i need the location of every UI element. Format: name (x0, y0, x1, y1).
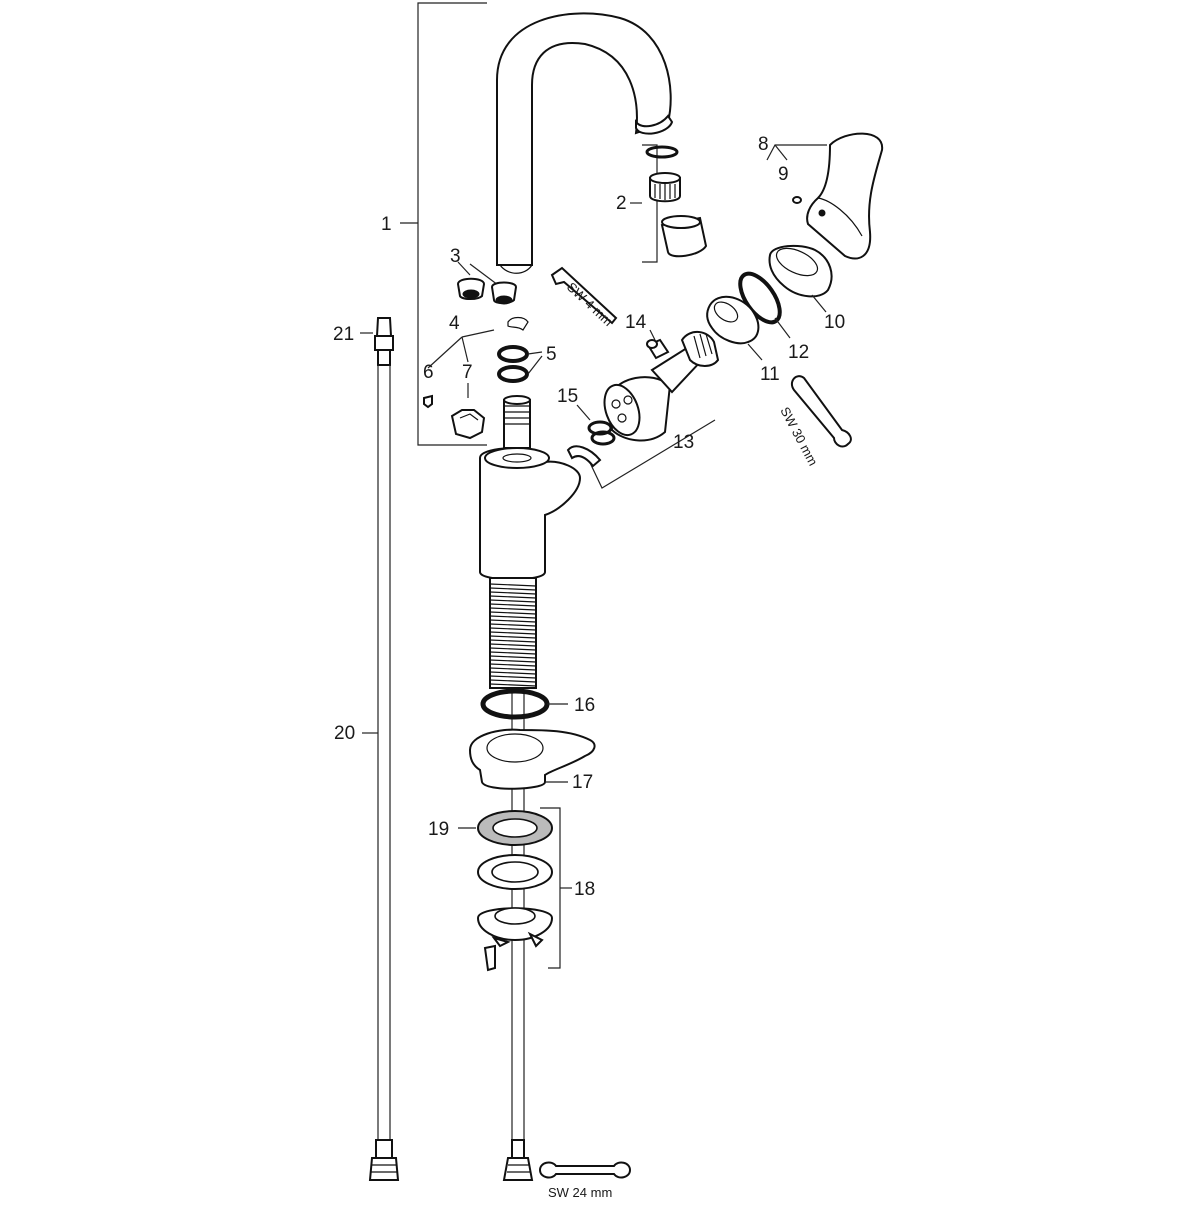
base-o-ring (480, 688, 568, 720)
grub-screw (646, 329, 670, 360)
retaining-clip (566, 404, 616, 468)
base-plate (468, 728, 596, 790)
label-12: 12 (788, 342, 809, 363)
screw-and-clamp (423, 383, 486, 440)
thread-line (489, 619, 537, 623)
label-20: 20 (334, 723, 355, 744)
rosette-cover (768, 244, 833, 313)
threaded-shank (489, 577, 537, 689)
label-14: 14 (625, 312, 647, 333)
label-3: 3 (450, 246, 461, 267)
cartridge (582, 331, 720, 489)
clip-and-o-rings (427, 316, 543, 383)
thread-line (489, 647, 537, 651)
label-9: 9 (778, 164, 789, 185)
thread-line (489, 627, 537, 631)
lever-handle (766, 132, 884, 260)
hex-key-tool (550, 266, 618, 325)
thread-line (489, 655, 537, 659)
thread-line (489, 607, 537, 611)
label-2: 2 (616, 193, 627, 214)
wrench-30mm-icon (790, 375, 852, 448)
wrench-24mm-icon (538, 1161, 632, 1179)
label-5: 5 (546, 344, 557, 365)
thread-line (489, 611, 537, 615)
label-7: 7 (462, 362, 473, 383)
mixer-body (479, 447, 582, 581)
mounting-washers (458, 807, 572, 972)
label-hex-key: SW 4 mm (564, 279, 616, 329)
thread-line (489, 639, 537, 643)
label-16: 16 (574, 695, 595, 716)
thread-line (489, 643, 537, 647)
label-15: 15 (557, 386, 578, 407)
thread-line (489, 675, 537, 679)
thread-line (489, 663, 537, 667)
thread-line (489, 595, 537, 599)
label-21: 21 (333, 324, 354, 345)
label-13: 13 (673, 432, 694, 453)
thread-line (489, 587, 537, 591)
flexible-hose (360, 317, 400, 1181)
label-1: 1 (381, 214, 392, 235)
cartridge-nut (706, 295, 763, 361)
thread-line (489, 679, 537, 683)
thread-line (489, 583, 537, 587)
thread-line (489, 631, 537, 635)
thread-line (489, 591, 537, 595)
label-11: 11 (760, 364, 780, 385)
label-18: 18 (574, 879, 595, 900)
thread-line (489, 623, 537, 627)
label-10: 10 (824, 312, 845, 333)
thread-line (489, 659, 537, 663)
connection-nipples (456, 261, 518, 305)
label-wrench-24mm: SW 24 mm (548, 1185, 612, 1200)
label-6: 6 (423, 362, 434, 383)
thread-line (489, 635, 537, 639)
central-stem (503, 395, 531, 449)
thread-line (489, 683, 537, 687)
label-4: 4 (449, 313, 460, 334)
bracket-part-1 (400, 2, 487, 446)
thread-line (489, 599, 537, 603)
thread-line (489, 603, 537, 607)
spout (496, 12, 674, 274)
aerator-assembly (630, 144, 708, 263)
thread-line (489, 615, 537, 619)
thread-line (489, 671, 537, 675)
part-labels: 1 2 3 4 5 6 7 8 9 10 11 12 13 14 15 16 1… (333, 134, 845, 900)
label-19: 19 (428, 819, 449, 840)
label-8: 8 (758, 134, 769, 155)
label-17: 17 (572, 772, 593, 793)
thread-line (489, 651, 537, 655)
thread-line (489, 667, 537, 671)
